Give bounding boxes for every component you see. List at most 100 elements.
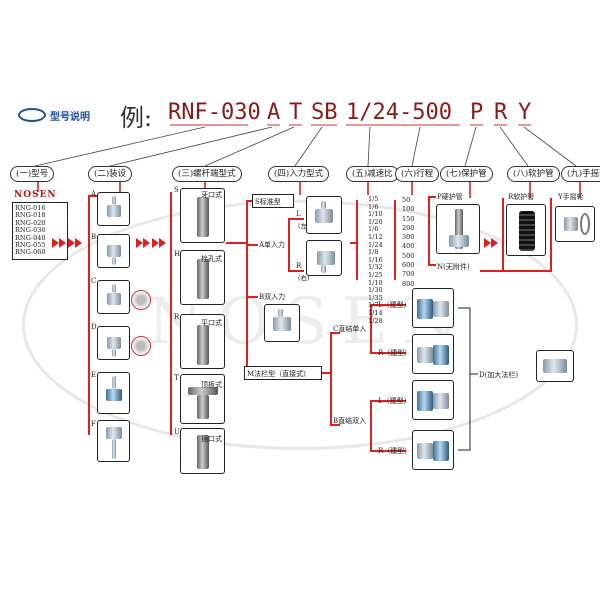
flow-arrow-icon (68, 238, 84, 248)
flow-arrow-icon (52, 238, 68, 248)
stroke-item: 50 (402, 196, 411, 204)
mounting-option-f[interactable] (97, 420, 130, 462)
screw-end-option-h[interactable] (180, 250, 225, 305)
screw-end-bus (170, 192, 172, 435)
stroke-item: 100 (402, 205, 415, 214)
mounting-option-e[interactable] (97, 372, 130, 414)
ratio-item: 1/5 (368, 195, 379, 203)
motor-stub (322, 372, 330, 374)
code-screw-end: T (289, 100, 303, 125)
flange-image[interactable] (536, 350, 574, 382)
stroke-item: 300 (402, 233, 415, 242)
mounting-option-a[interactable] (97, 192, 130, 226)
mounting-bus-cap (88, 195, 98, 197)
protect-n-stub (428, 264, 436, 266)
input-motor-box (244, 366, 322, 380)
input-single-stub (248, 244, 258, 246)
header-screw-end: (三)螺杆端型式 (172, 166, 242, 182)
model-item: RNG-040 (15, 233, 46, 242)
detail-callout-icon (131, 336, 151, 356)
screw-end-option-r[interactable] (180, 314, 225, 369)
screw-end-code: S (174, 186, 179, 194)
mounting-option-b[interactable] (97, 234, 130, 268)
ratio-item: 1/8 (368, 248, 379, 257)
ratio-item: 1/6 (368, 225, 379, 234)
model-brand: NOSEN (14, 190, 57, 200)
screw-end-label: 平口式 (201, 319, 222, 327)
mounting-bus (88, 195, 90, 435)
code-model: RNF-030 (168, 100, 261, 125)
model-item: RNG-020 (15, 218, 46, 227)
hand-y-image[interactable] (555, 206, 595, 242)
mounting-option-c[interactable] (97, 280, 130, 314)
c-r-label: R（建型） (378, 349, 412, 357)
model-list: RNG-016 RNG-018 RNG-020 RNG-030 RNG-040 … (12, 202, 68, 260)
screw-end-option-t[interactable] (180, 374, 225, 424)
protect-n-label: N(无附件) (437, 263, 470, 271)
flange-label: D(加大法栏) (479, 371, 519, 379)
motor-b-l-image[interactable] (412, 380, 454, 420)
input-right-image[interactable] (306, 240, 342, 276)
input-left-sub: (左) (298, 222, 310, 230)
input-single-label: A单入力 (259, 241, 286, 249)
input-left-image[interactable] (306, 196, 342, 234)
b-l-label: L（建型） (378, 397, 411, 405)
protect-bus (428, 196, 430, 266)
ratio-item: 1/6 (368, 202, 379, 211)
ratio-bus (356, 200, 358, 280)
protect-p-image[interactable] (436, 204, 480, 254)
screw-end-code: T (174, 374, 179, 382)
stroke-item: 200 (402, 223, 415, 232)
stroke-bus (394, 200, 396, 280)
input-double-label: B双入力 (259, 293, 286, 301)
motor-c-r-image[interactable] (412, 334, 454, 374)
screw-end-label: 栓孔式 (201, 255, 222, 263)
code-mounting: A (267, 100, 281, 125)
input-motor-label: M法栏型（直接式） (247, 370, 311, 378)
stroke-item: 400 (402, 242, 415, 251)
motor-c-stub (330, 332, 340, 334)
soft-r-image[interactable] (506, 204, 546, 256)
motor-c-l-image[interactable] (412, 288, 454, 328)
ratio-item: 1/10 (368, 210, 383, 219)
b-r-label: R（建型） (378, 447, 412, 455)
screw-end-code: U (174, 428, 180, 436)
input-double-image[interactable] (264, 304, 300, 342)
header-input: (四)入力型式 (268, 166, 330, 182)
code-input: SB (311, 100, 338, 125)
mounting-label: F (91, 420, 96, 428)
ratio-item: 1/24 (368, 240, 383, 249)
screw-end-option-s[interactable] (180, 188, 225, 243)
ratio-item: 1/10 (368, 278, 383, 287)
code-protect: P (470, 100, 484, 125)
detail-callout-icon (131, 290, 151, 310)
input-single-bus (288, 218, 290, 272)
header-model: (一)型号 (10, 166, 55, 182)
c-l-stub (370, 304, 406, 306)
ratio-item: 1/14 (368, 308, 383, 317)
input-right-label: R (296, 262, 302, 270)
mounting-label: B (91, 233, 97, 241)
screw-end-code: H (174, 250, 181, 258)
ratio-item: 1/30 (368, 286, 383, 295)
motor-b-r-image[interactable] (412, 430, 454, 470)
soft-r-label: R软护管 (508, 193, 535, 201)
header-protect: (七)保护管 (440, 166, 493, 182)
screw-end-code: R (174, 313, 180, 321)
screw-end-option-u[interactable] (180, 428, 225, 474)
input-double-stub (248, 296, 258, 298)
brand-logo-icon (18, 108, 46, 122)
header-title: 型号说明 (50, 112, 90, 123)
stroke-item: 700 (402, 270, 415, 279)
flow-arrow-icon (484, 238, 500, 248)
input-left-stub (288, 218, 304, 220)
input-standard-box (252, 194, 294, 208)
code-hand: Y (518, 100, 532, 125)
stroke-item: 800 (402, 279, 415, 288)
soft-bus (502, 198, 504, 272)
header-mounting: (二)装设 (88, 166, 133, 182)
ratio-item: 1/7 (368, 301, 379, 310)
mounting-option-d[interactable] (97, 326, 130, 360)
